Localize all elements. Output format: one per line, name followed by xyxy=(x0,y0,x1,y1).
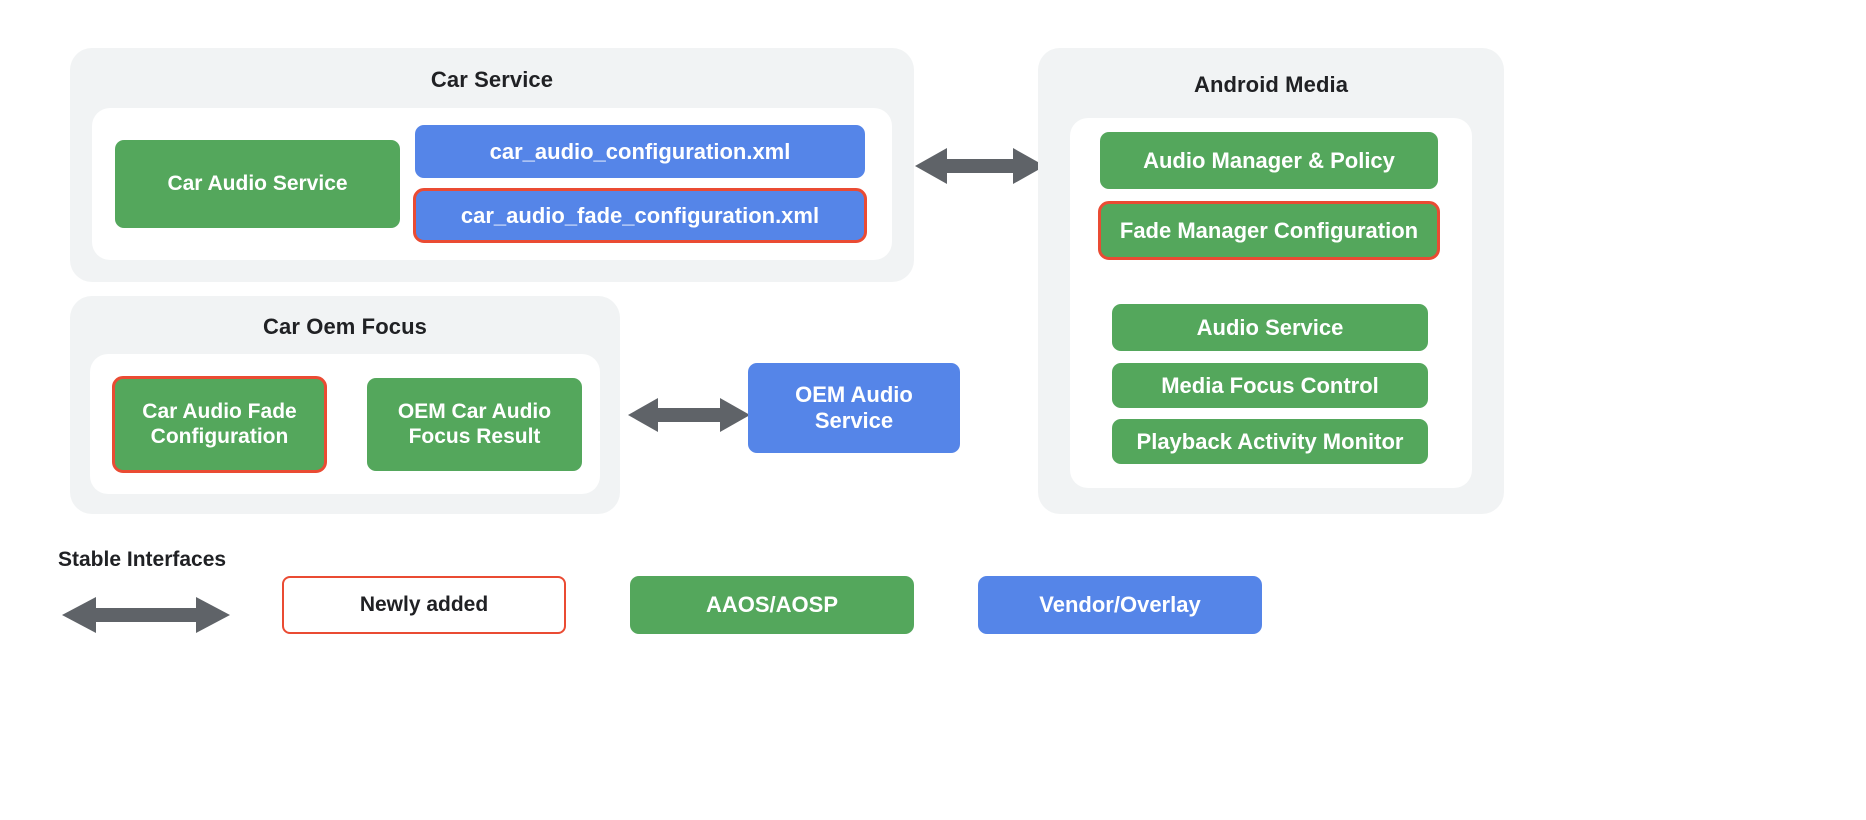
group-car-oem-focus: Car Oem Focus Car Audio Fade Configurati… xyxy=(70,296,620,514)
group-car-service-title: Car Service xyxy=(430,67,554,92)
node-car-audio-service[interactable]: Car Audio Service xyxy=(115,140,400,228)
node-oem-car-audio-focus-result[interactable]: OEM Car Audio Focus Result xyxy=(367,378,582,471)
outer-card: Car Service Car Audio Service car_audio_… xyxy=(10,8,1856,812)
legend-stable-interfaces-label: Stable Interfaces xyxy=(58,548,227,571)
node-fade-manager-configuration[interactable]: Fade Manager Configuration xyxy=(1098,201,1440,260)
node-media-focus-control[interactable]: Media Focus Control xyxy=(1112,363,1428,408)
group-car-oem-focus-title: Car Oem Focus xyxy=(263,314,427,339)
double-arrow-icon xyxy=(628,398,750,432)
legend-item-aaos-aosp[interactable]: AAOS/AOSP xyxy=(630,576,914,634)
node-audio-service[interactable]: Audio Service xyxy=(1112,304,1428,351)
arrow-car-oem-focus-to-oem-audio-service xyxy=(628,393,750,437)
node-car-audio-fade-configuration[interactable]: Car Audio Fade Configuration xyxy=(112,376,327,473)
node-car-audio-configuration-xml[interactable]: car_audio_configuration.xml xyxy=(415,125,865,178)
node-audio-manager-and-policy[interactable]: Audio Manager & Policy xyxy=(1100,132,1438,189)
double-arrow-icon xyxy=(62,597,230,633)
group-android-media: Android Media Audio Manager & Policy Fad… xyxy=(1038,48,1504,514)
node-oem-audio-service[interactable]: OEM Audio Service xyxy=(748,363,960,453)
legend-item-vendor-overlay[interactable]: Vendor/Overlay xyxy=(978,576,1262,634)
group-car-service: Car Service Car Audio Service car_audio_… xyxy=(70,48,914,282)
double-arrow-icon xyxy=(915,148,1045,184)
node-car-audio-fade-configuration-xml[interactable]: car_audio_fade_configuration.xml xyxy=(413,188,867,243)
group-android-media-title: Android Media xyxy=(1193,72,1349,97)
node-playback-activity-monitor[interactable]: Playback Activity Monitor xyxy=(1112,419,1428,464)
arrow-car-service-to-android-media xyxy=(915,143,1045,189)
legend-stable-interfaces-arrow xyxy=(62,593,230,637)
legend-item-newly-added[interactable]: Newly added xyxy=(282,576,566,634)
